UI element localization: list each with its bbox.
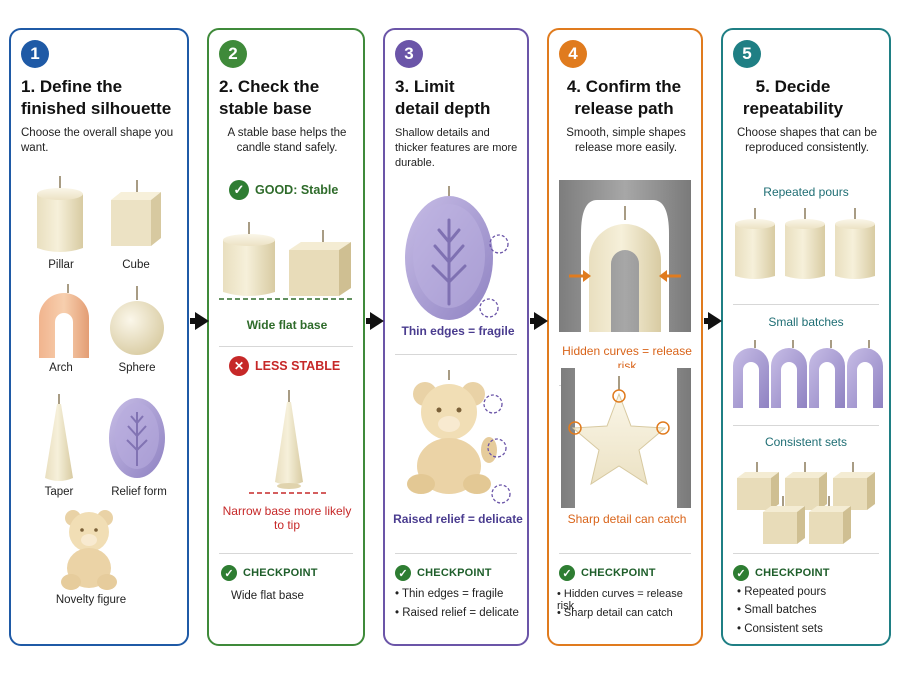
flow-arrow-icon: [534, 312, 548, 330]
shape-label: Cube: [122, 259, 150, 271]
flow-arrow-icon: [370, 312, 384, 330]
relief-oval-candle-icon: [405, 186, 509, 320]
bad-caption: Narrow base more likely to tip: [222, 504, 352, 532]
shape-label: Novelty figure: [55, 594, 127, 606]
release-caption: Sharp detail can catch: [567, 512, 687, 526]
checkpoint-item: • Consistent sets: [737, 623, 823, 635]
checkpoint-item: • Hidden curves = release risk: [557, 588, 683, 612]
cube-candle-icon: [111, 180, 161, 246]
good-label: GOOD: Stable: [255, 183, 339, 197]
small-batch-arches-icon: [733, 340, 883, 408]
flow-arrow-icon: [195, 312, 209, 330]
step-4-panel: 4 4. Confirm the release path Smooth, si…: [547, 28, 703, 646]
checkpoint-item: • Repeated pours: [737, 586, 827, 598]
shape-label: Relief form: [111, 486, 167, 498]
checkpoint-header: ✓ CHECKPOINT: [559, 565, 656, 581]
arch-in-mold-icon: [559, 180, 691, 332]
divider: [395, 553, 517, 554]
shape-label: Arch: [49, 362, 73, 374]
step-number-badge: 2: [219, 40, 247, 68]
consistent-cubes-icon: [737, 461, 876, 545]
good-caption: Wide flat base: [246, 318, 328, 332]
divider: [733, 425, 879, 426]
checkpoint-item: Wide flat base: [231, 590, 304, 602]
step-title: 1. Define the finished silhouette: [21, 77, 172, 118]
divider: [733, 304, 879, 305]
checkpoint-item: • Sharp detail can catch: [557, 607, 673, 619]
checkpoint-item: • Raised relief = delicate: [395, 607, 519, 619]
check-circle-icon: ✓: [733, 565, 749, 581]
step-5-panel: 5 5. Decide repeatability Choose shapes …: [721, 28, 891, 646]
bear-relief-candle-icon: [407, 370, 511, 504]
bad-label: LESS STABLE: [255, 359, 341, 373]
group-label: Consistent sets: [764, 435, 848, 449]
taper-candle-icon: [45, 394, 73, 481]
step-title: 4. Confirm the release path: [566, 77, 682, 118]
bear-candle-icon: [61, 510, 117, 590]
step-number-badge: 5: [733, 40, 761, 68]
sphere-candle-icon: [110, 286, 164, 355]
divider: [733, 553, 879, 554]
checkpoint-item: • Thin edges = fragile: [395, 588, 504, 600]
x-circle-icon: ✕: [229, 356, 249, 376]
checkpoint-header: ✓ CHECKPOINT: [733, 565, 830, 581]
relief-form-candle-icon: [109, 398, 165, 478]
star-in-mold-icon: [561, 368, 691, 508]
divider: [395, 354, 517, 355]
shape-label: Taper: [44, 486, 74, 498]
check-circle-icon: ✓: [229, 180, 249, 200]
group-label: Small batches: [768, 315, 844, 329]
step-title: 3. Limit detail depth: [395, 77, 491, 118]
check-circle-icon: ✓: [559, 565, 575, 581]
narrow-taper-icon: [249, 390, 329, 494]
step-1-panel: 1 1. Define the finished silhouette Choo…: [9, 28, 189, 646]
pillar-candle-icon: [37, 176, 83, 252]
stable-candles-icon: [219, 222, 355, 300]
shape-label: Pillar: [48, 259, 74, 271]
shape-label: Sphere: [118, 362, 156, 374]
less-stable-row: ✕ LESS STABLE: [229, 356, 340, 376]
check-circle-icon: ✓: [221, 565, 237, 581]
step-subtitle: Smooth, simple shapes release more easil…: [566, 127, 686, 154]
step-subtitle: A stable base helps the candle stand saf…: [227, 127, 347, 154]
step-title: 2. Check the stable base: [219, 77, 320, 118]
repeated-pillars-icon: [735, 208, 875, 279]
step-2-panel: 2 2. Check the stable base A stable base…: [207, 28, 365, 646]
step-number-badge: 3: [395, 40, 423, 68]
step-subtitle: Shallow details and thicker features are…: [395, 127, 518, 169]
step-subtitle: Choose shapes that can be reproduced con…: [736, 127, 878, 154]
checkpoint-header: ✓ CHECKPOINT: [395, 565, 492, 581]
detail-caption: Raised relief = delicate: [393, 512, 523, 526]
check-circle-icon: ✓: [395, 565, 411, 581]
step-subtitle: Choose the overall shape you want.: [21, 127, 174, 154]
step-3-panel: 3 3. Limit detail depth Shallow details …: [383, 28, 529, 646]
checkpoint-item: • Small batches: [737, 604, 817, 616]
good-stable-row: ✓ GOOD: Stable: [229, 180, 338, 200]
step-number-badge: 4: [559, 40, 587, 68]
divider: [219, 553, 353, 554]
detail-caption: Thin edges = fragile: [401, 324, 515, 338]
flow-arrow-stem: [190, 318, 198, 324]
divider: [219, 346, 353, 347]
step-title: 5. Decide repeatability: [742, 77, 844, 118]
step-number-badge: 1: [21, 40, 49, 68]
divider: [559, 553, 691, 554]
group-label: Repeated pours: [763, 185, 849, 199]
flow-arrow-icon: [708, 312, 722, 330]
checkpoint-header: ✓ CHECKPOINT: [221, 565, 318, 581]
arch-candle-icon: [39, 284, 89, 358]
